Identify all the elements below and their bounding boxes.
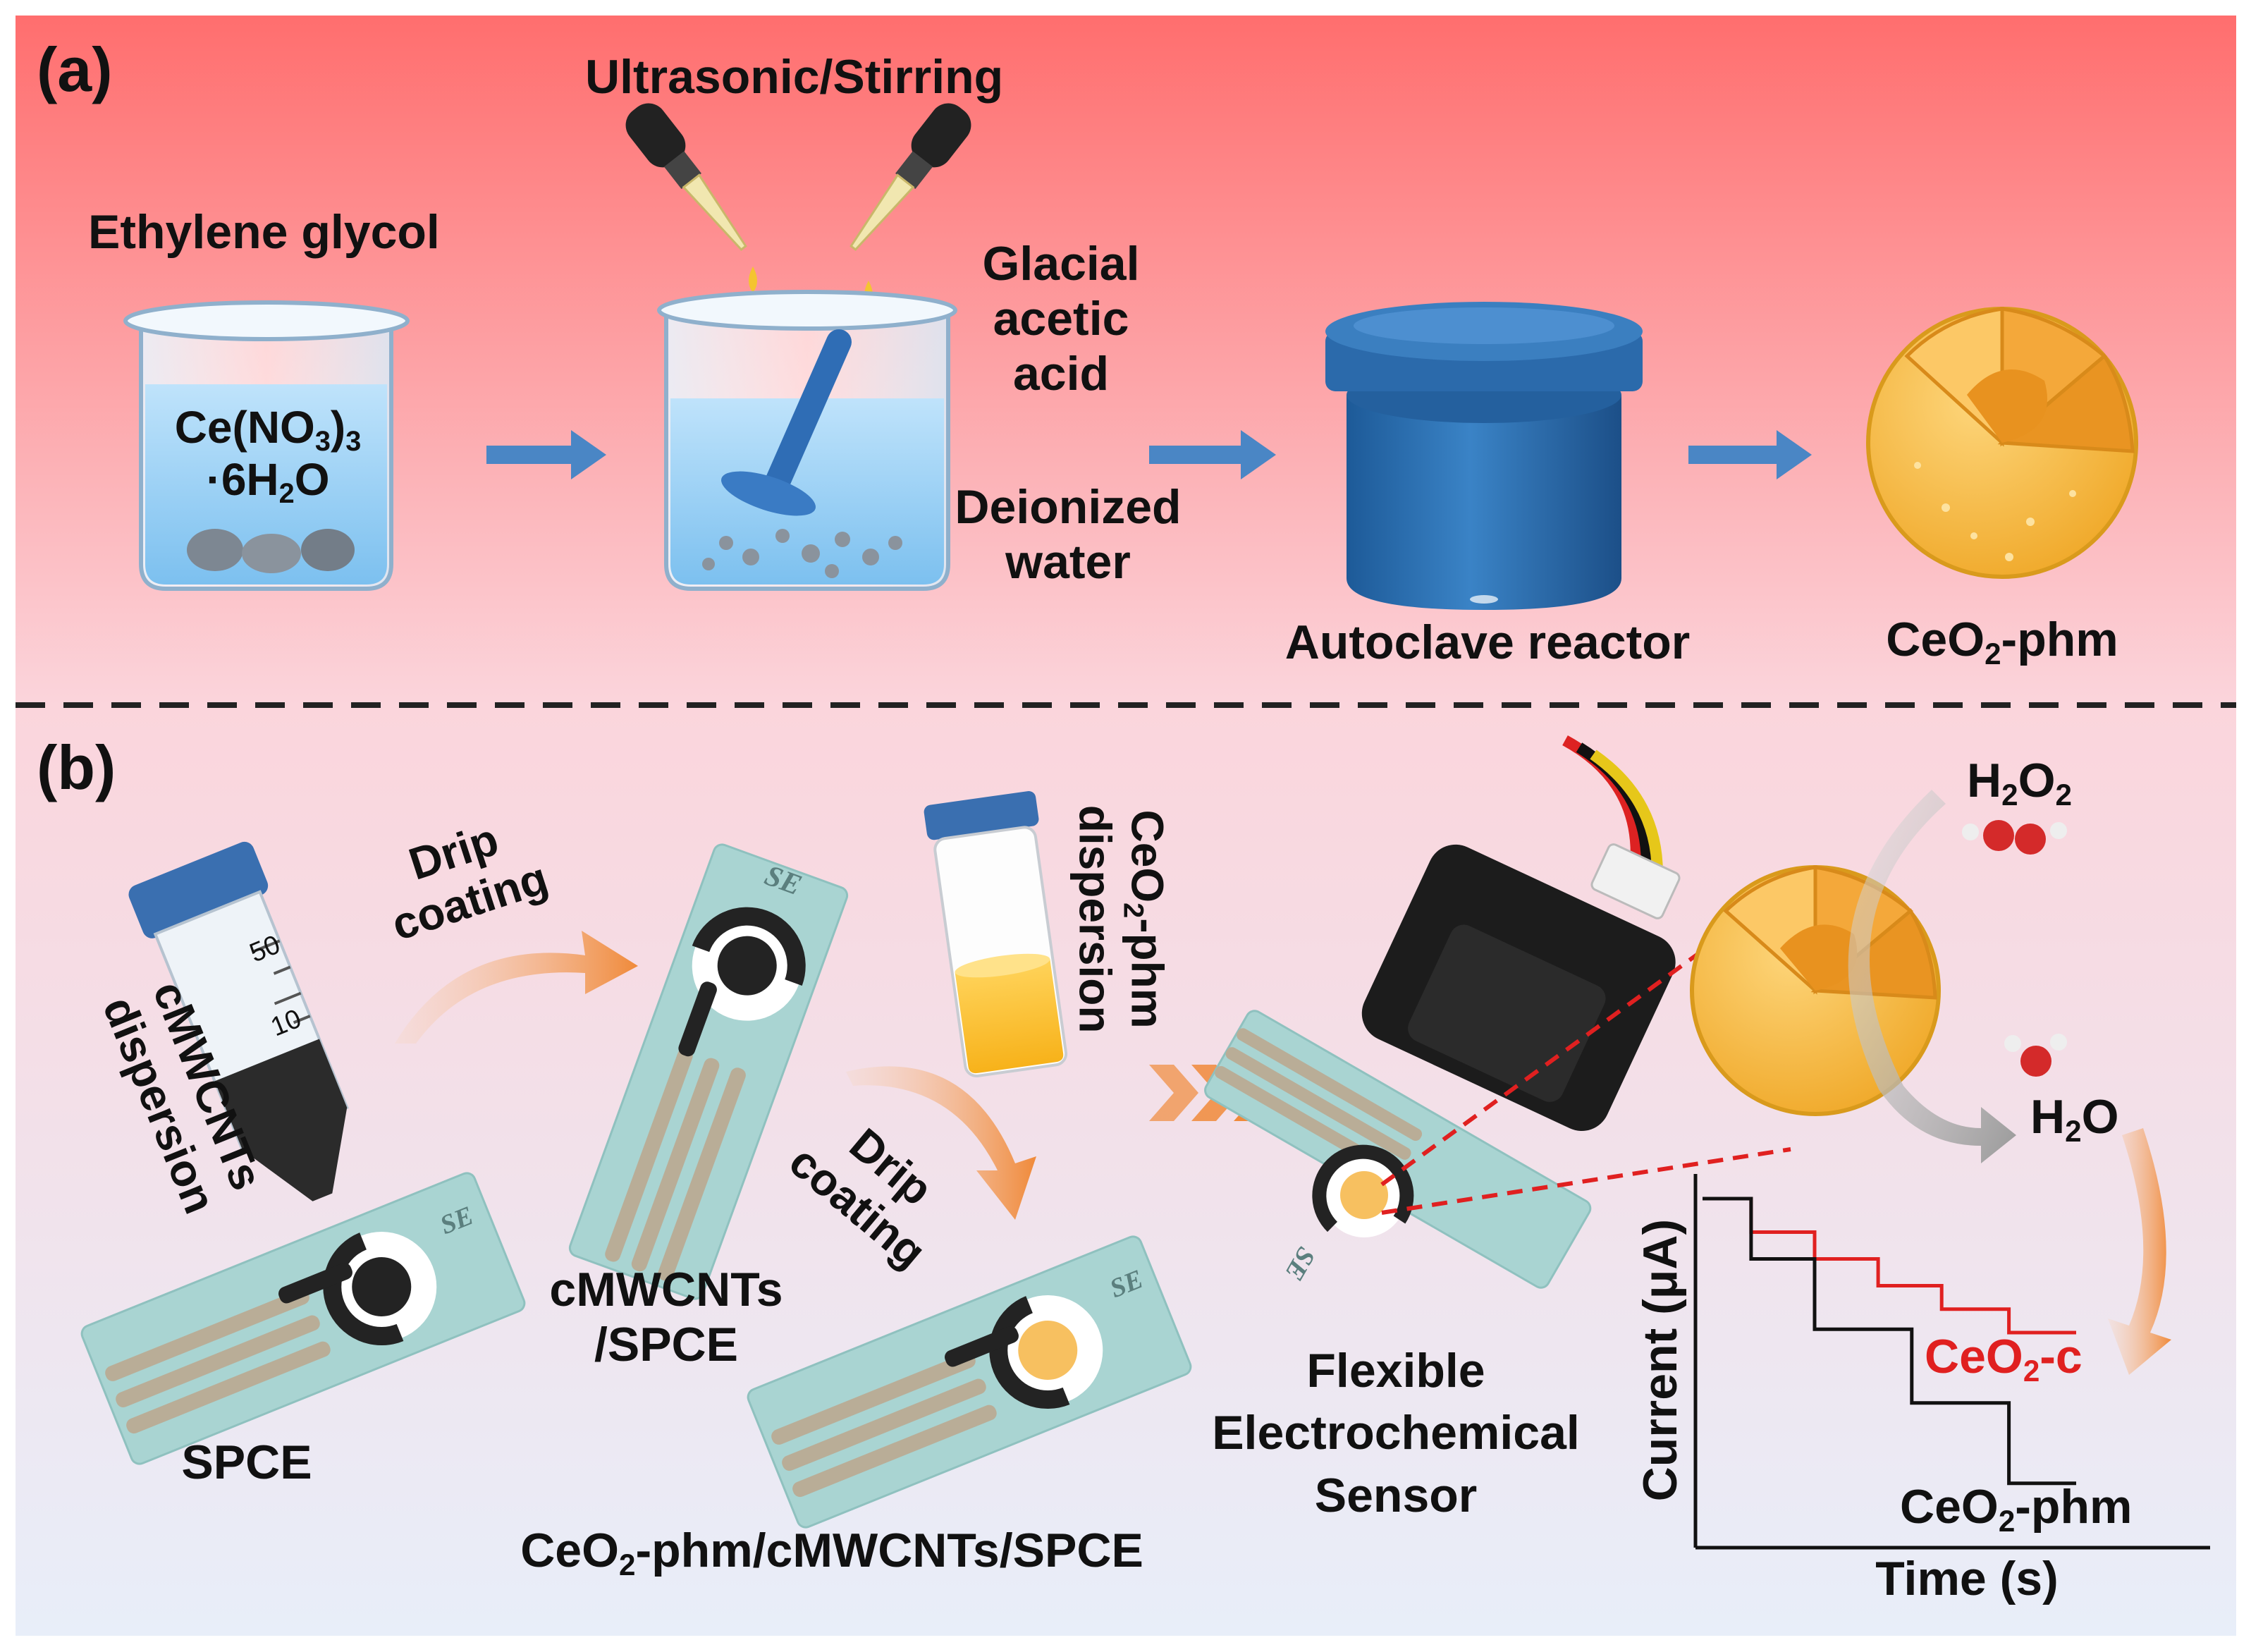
ceria-dispersion-vial-icon [924, 791, 1068, 1078]
process-arrow-2 [1149, 430, 1276, 479]
series-line-ceo2-phm [1703, 1197, 2076, 1486]
amperometric-chart [1693, 1174, 2210, 1550]
reaction-arrow [1848, 790, 2016, 1163]
legend-ceo2-phm: CeO2-phm [1900, 1480, 2133, 1538]
process-arrow-3 [1688, 430, 1812, 479]
h2o-label: H2O [2030, 1090, 2119, 1148]
h2o2-label: H2O2 [1967, 754, 2072, 812]
flexible-sensor-icon [1204, 735, 1681, 1289]
signal-arrow [2108, 1128, 2171, 1375]
ethylene-glycol-label: Ethylene glycol [88, 205, 440, 259]
final-electrode-label: CeO2-phm/cMWCNTs/SPCE [520, 1524, 1143, 1581]
ultrasonic-label: Ultrasonic/Stirring [585, 50, 1004, 104]
ceria-sphere-b-icon [1690, 865, 1941, 1116]
process-arrow-1 [486, 430, 606, 479]
legend-ceo2-c: CeO2-c [1925, 1330, 2083, 1388]
cerium-nitrate-label: Ce(NO3)3 ·6H2O [174, 402, 362, 509]
zoom-line-2 [1381, 1147, 1791, 1215]
final-electrode-icon [747, 1235, 1192, 1529]
ceria-sphere-a-icon [1866, 307, 2138, 579]
dropper-left-icon [625, 103, 757, 293]
spce-label: SPCE [181, 1436, 312, 1489]
panel-b-label: (b) [37, 733, 116, 802]
spce-electrode-icon [80, 1172, 526, 1465]
autoclave-label: Autoclave reactor [1284, 616, 1691, 669]
chart-y-label: Current (μA) [1633, 1218, 1687, 1502]
beaker-1-icon [123, 300, 410, 591]
panel-b-background [16, 705, 2236, 1636]
h2o-molecule-icon [2004, 1034, 2067, 1077]
ceria-product-label: CeO2-phm [1886, 613, 2118, 671]
cmwcnt-spce-label: cMWCNTs/SPCE [549, 1263, 783, 1372]
zoom-line-1 [1380, 936, 1722, 1187]
drip-arrow-1 [395, 931, 638, 1044]
centrifuge-tube-icon [128, 841, 349, 1201]
cmwcnt-electrode-icon [568, 843, 849, 1300]
drip-arrow-2 [846, 1066, 1036, 1220]
chart-x-label: Time (s) [1875, 1552, 2059, 1605]
dropper-right-icon [850, 103, 971, 307]
beaker-2-icon [657, 290, 957, 591]
panel-a-label: (a) [37, 35, 113, 104]
autoclave-reactor-icon [1325, 302, 1643, 610]
h2o2-molecule-icon [1962, 820, 2067, 855]
